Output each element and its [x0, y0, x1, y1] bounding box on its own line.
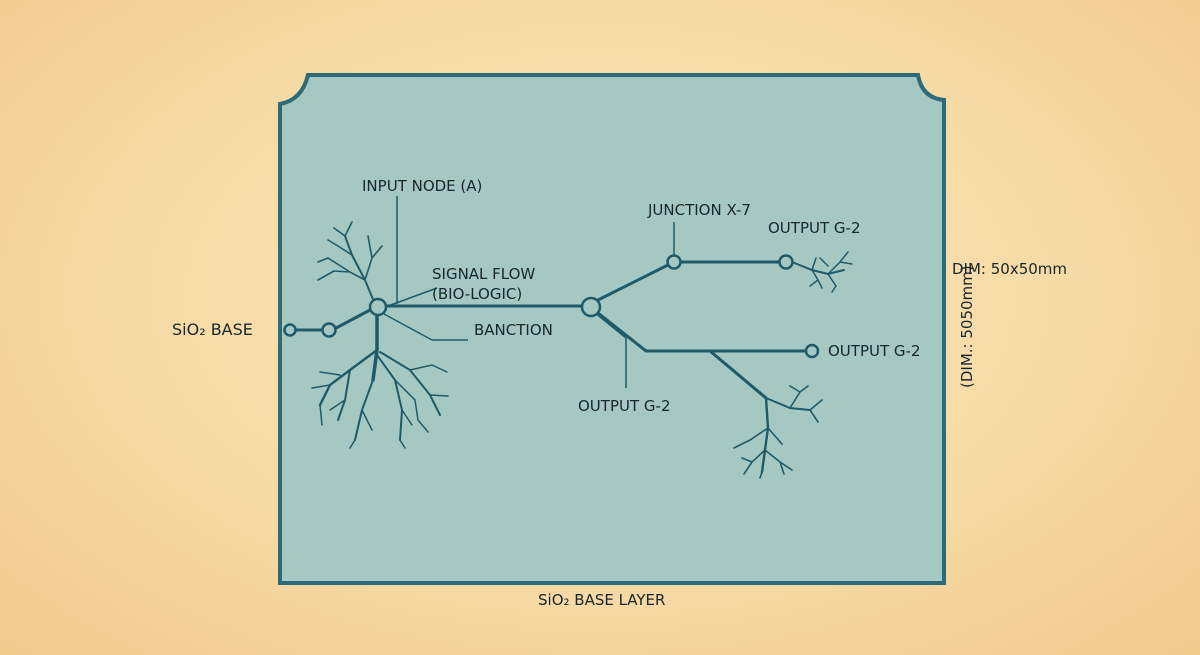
base-to-root-trace	[334, 307, 374, 330]
output-mid-label: OUTPUT G-2	[828, 342, 920, 360]
sio2-base-node	[283, 323, 297, 337]
central-junction-node	[580, 296, 602, 318]
lower-diagonal-trace	[708, 349, 768, 400]
leader-signal-flow	[387, 287, 438, 307]
junction-x7-label: JUNCTION X-7	[647, 201, 751, 219]
output-top-dendrite	[791, 251, 853, 293]
sio2-base-label: SiO₂ BASE	[172, 320, 253, 339]
leader-output-bottom	[593, 311, 627, 339]
substrate-plate	[278, 73, 946, 585]
junction-left-label: BANCTION	[474, 321, 553, 339]
leader-banction	[383, 313, 433, 341]
input-node-label: INPUT NODE (A)	[362, 177, 482, 195]
output-bottom-label: OUTPUT G-2	[578, 397, 670, 415]
junction-x7-node	[666, 254, 682, 270]
output-top-node	[778, 254, 794, 270]
base-junction-node	[321, 322, 337, 338]
output-mid-node	[804, 343, 820, 359]
input-node-a	[368, 297, 388, 317]
output-top-label: OUTPUT G-2	[768, 219, 860, 237]
dimension-label: DIM: 50x50mm	[952, 260, 1067, 278]
branch-up	[596, 263, 670, 302]
input-dendrite-tree	[311, 221, 449, 449]
branch-down	[596, 311, 648, 353]
sio2-base-layer-label: SiO₂ BASE LAYER	[538, 591, 665, 609]
signal-flow-sublabel: (BIO-LOGIC)	[432, 285, 522, 303]
output-lower-dendrite	[733, 385, 823, 479]
signal-flow-label: SIGNAL FLOW	[432, 265, 535, 283]
dimension-vertical-label: (DIM.: 5050mm)	[958, 265, 976, 388]
